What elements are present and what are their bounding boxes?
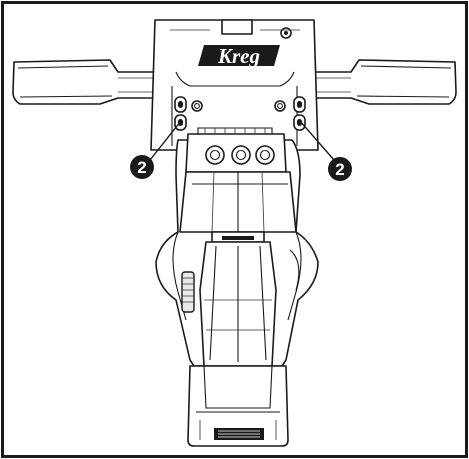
bottom-base [187, 365, 289, 447]
callout-badge [328, 157, 352, 181]
lower-body [199, 241, 277, 367]
logo-text: Kreg [217, 44, 260, 68]
knob-right [255, 145, 275, 165]
top-head: Kreg [150, 19, 319, 151]
middle-housing [179, 171, 297, 243]
callout-right: 2 [299, 120, 352, 181]
right-adjustment-slots [274, 96, 306, 131]
knob-left [205, 145, 225, 165]
knob-center [231, 145, 251, 165]
knob-block [185, 127, 287, 173]
callout-label: 2 [137, 158, 146, 177]
callout-label: 2 [335, 160, 344, 179]
kreg-logo [198, 45, 280, 66]
callout-badge [130, 155, 154, 179]
callout-left: 2 [130, 120, 182, 179]
